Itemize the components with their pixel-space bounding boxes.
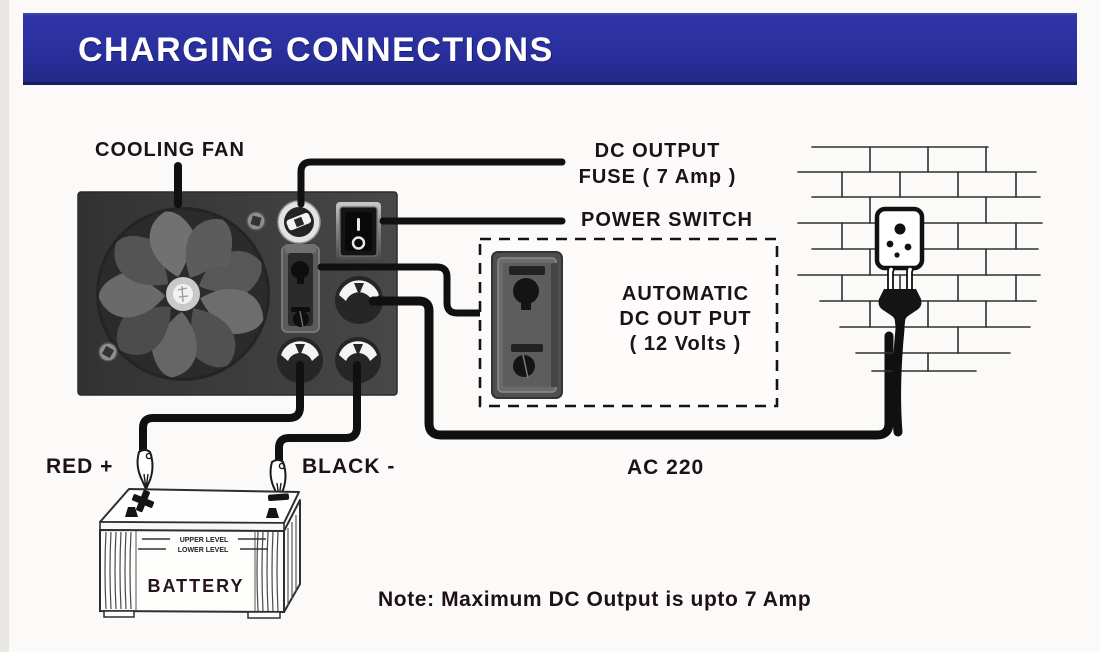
black-clip [269, 459, 287, 501]
battery-upper-level-label: UPPER LEVEL [180, 537, 229, 544]
dc-output-fuse-label: DC OUTPUT FUSE ( 7 Amp ) [540, 138, 775, 190]
battery-label: BATTERY [148, 576, 245, 596]
output-terminal-black [335, 337, 381, 383]
panel-screw-top [246, 211, 266, 231]
wire-battery-red [139, 361, 304, 456]
wire-dc-output-fuse [297, 158, 566, 208]
automatic-dc-output-line2: DC OUT PUT [619, 308, 752, 330]
power-switch [336, 202, 381, 260]
cooling-fan-illustration [94, 207, 272, 384]
plus-mark [131, 489, 155, 513]
dc-output-fuse-label-line2: FUSE ( 7 Amp ) [578, 166, 737, 188]
automatic-dc-output-line3: ( 12 Volts ) [629, 333, 742, 355]
output-terminal-red [277, 337, 323, 383]
black-negative-label: BLACK - [302, 455, 396, 478]
automatic-dc-output-callout [478, 237, 779, 408]
note-label: Note: Maximum DC Output is upto 7 Amp [378, 588, 812, 611]
minus-mark [267, 493, 290, 502]
output-terminal-ac [335, 276, 383, 324]
battery-post-positive [125, 507, 138, 517]
header-banner: CHARGING CONNECTIONS [23, 13, 1077, 85]
dc-socket-zoomed [491, 251, 563, 399]
battery-lower-level-label: LOWER LEVEL [178, 547, 229, 554]
charger-panel [77, 191, 398, 396]
wall-socket [874, 206, 925, 271]
automatic-dc-output-label: AUTOMATIC DC OUT PUT ( 12 Volts ) [583, 282, 788, 357]
red-positive-label: RED + [46, 455, 114, 478]
automatic-dc-output-line1: AUTOMATIC [621, 283, 750, 305]
panel-dc-socket [281, 244, 320, 333]
ac-220-label: AC 220 [627, 456, 705, 479]
power-switch-label: POWER SWITCH [581, 209, 753, 231]
scan-edge-strip [0, 0, 9, 652]
wire-automatic-dc-output [317, 263, 498, 317]
brick-wall [797, 146, 1043, 372]
red-clip [136, 449, 154, 492]
dc-output-fuse-label-line1: DC OUTPUT [594, 140, 721, 162]
battery-post-negative [266, 508, 279, 518]
wire-battery-black [275, 361, 361, 468]
panel-screw-bottom [98, 342, 118, 362]
ac-plug [878, 265, 922, 437]
cooling-fan-label: COOLING FAN [95, 139, 245, 161]
wire-ac-cord [368, 296, 894, 440]
dc-output-fuse [277, 200, 321, 244]
page-title: CHARGING CONNECTIONS [78, 31, 554, 69]
plug-cord [892, 324, 905, 437]
battery-illustration: UPPER LEVEL LOWER LEVEL BATTERY [99, 488, 301, 619]
